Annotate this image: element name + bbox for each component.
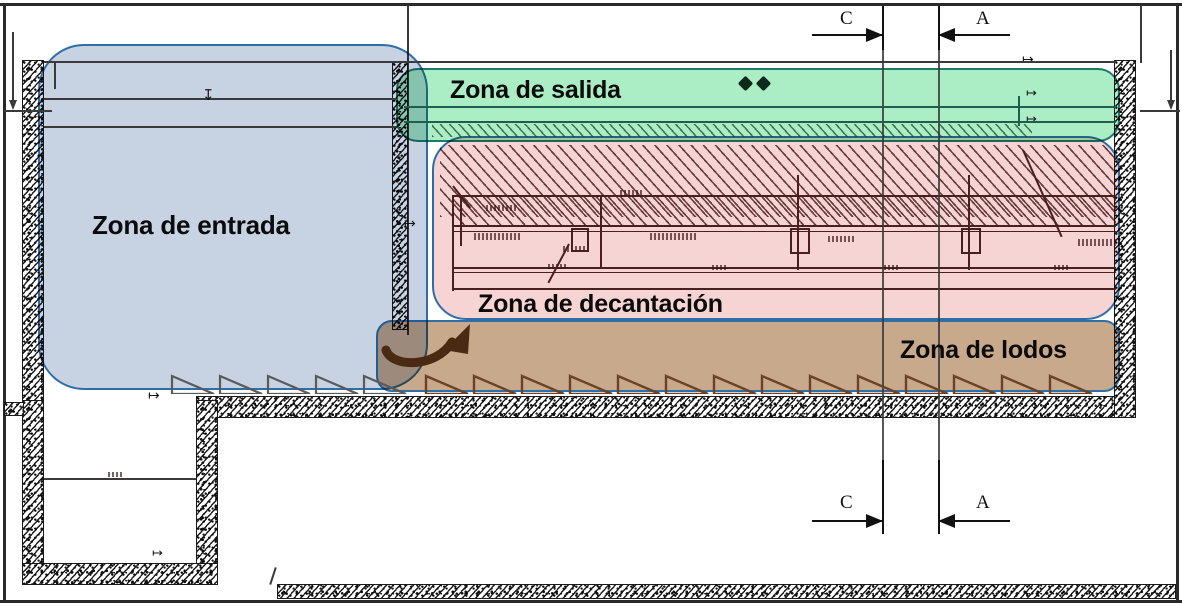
scraper-blade-row-entrada	[170, 372, 410, 396]
section-marker-bottom-c: C	[806, 460, 898, 536]
section-marker-bottom-a: A	[920, 460, 1016, 536]
zone-entrada[interactable]	[38, 44, 428, 390]
section-leader-c-bottom	[812, 520, 882, 523]
zone-decantacion-label: Zona de decantación	[478, 290, 723, 318]
cad-line-outlet-weir-2	[404, 121, 1116, 123]
cad-hatch-outlet-band	[432, 124, 1032, 137]
sump-wall-right	[196, 400, 218, 585]
outlet-level-arrow-icon: ↦	[1022, 51, 1034, 67]
frame-left	[3, 3, 6, 603]
sump-wall-left	[22, 400, 44, 585]
section-line-a-bottom	[938, 460, 941, 534]
sump-dimension-text	[108, 472, 124, 477]
tank-slab-bottom	[196, 396, 1136, 418]
section-arrow-c-bottom-icon	[866, 514, 883, 528]
guide-line-vertical-right	[1140, 5, 1142, 63]
dim-line-right-vertical	[1170, 50, 1172, 104]
dim-line-right-horizontal	[1140, 110, 1180, 112]
cad-entry-level-line-1	[44, 98, 396, 101]
zone-salida-label: Zona de salida	[450, 76, 621, 104]
cad-outlet-pipe-stub	[1018, 96, 1020, 126]
dim-line-left-vertical	[12, 32, 14, 104]
frame-top	[0, 3, 1182, 6]
dim-arrow-right-icon	[1167, 100, 1175, 110]
section-extension-c	[882, 50, 884, 462]
section-label-c-top: C	[840, 8, 853, 29]
cad-line-outlet-weir-1	[404, 106, 1116, 108]
entry-level-arrow-icon: ↧	[202, 87, 215, 104]
section-label-a-top: A	[976, 8, 990, 29]
outlet-detail-arrow-icon: ↦	[1026, 85, 1037, 100]
section-line-c-bottom	[882, 460, 885, 534]
diamond-marker-icon	[755, 75, 772, 92]
wall-stub-left-upper	[4, 402, 24, 416]
sump-water-level-line	[44, 478, 196, 480]
section-line-c-top	[882, 6, 885, 50]
zone-entrada-label: Zona de entrada	[92, 210, 290, 240]
scraper-blade-row-lodos	[424, 372, 1124, 396]
dim-line-left-horizontal	[4, 110, 52, 112]
section-label-a-bottom: A	[976, 492, 990, 513]
zone-lodos-label: Zona de lodos	[900, 336, 1067, 364]
zone-lodos[interactable]	[376, 320, 1120, 392]
zone-decantacion[interactable]	[432, 136, 1120, 320]
section-leader-c-top	[812, 34, 882, 37]
section-arrow-a-bottom-icon	[938, 514, 955, 528]
section-arrow-a-top-icon	[938, 28, 955, 42]
cad-frame-inner-top	[44, 61, 1116, 63]
entry-bottom-arrow-icon: ↦	[148, 387, 160, 403]
sludge-recirculation-arrow-icon	[381, 324, 470, 367]
section-label-c-bottom: C	[840, 492, 853, 513]
section-extension-a	[938, 50, 940, 462]
frame-right	[1176, 3, 1179, 603]
section-marker-top-c: C	[806, 4, 898, 50]
section-arrow-c-top-icon	[866, 28, 883, 42]
diamond-marker-icon	[737, 75, 754, 92]
sump-level-arrow-icon: ↦	[152, 545, 163, 560]
entry-outlet-arrow-icon: ↦	[404, 215, 416, 231]
sump-slab-bottom	[22, 563, 218, 585]
foundation-strip	[277, 584, 1176, 599]
dim-arrow-left-icon	[9, 100, 17, 110]
frame-bottom	[0, 600, 1182, 603]
foundation-edge-tick	[269, 567, 277, 585]
outlet-marker-diamonds	[737, 75, 772, 92]
outlet-detail-arrow-icon-2: ↦	[1026, 111, 1037, 126]
section-leader-a-top	[938, 34, 1010, 37]
cad-entry-level-line-2	[44, 126, 396, 129]
section-marker-top-a: A	[920, 4, 1016, 50]
section-leader-a-bottom	[938, 520, 1010, 523]
cad-frame-inner-top-stub-left	[54, 61, 56, 89]
